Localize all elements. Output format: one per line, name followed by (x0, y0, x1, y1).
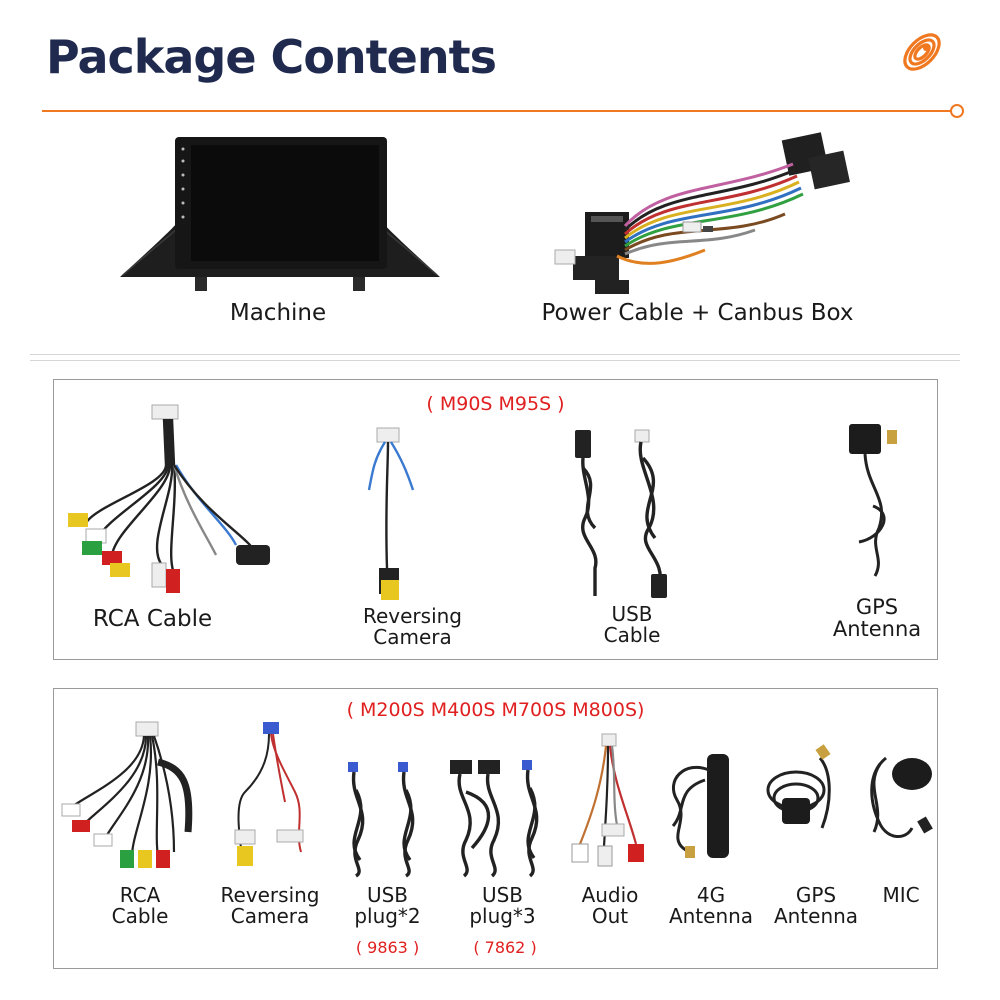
rca-cable-image (68, 404, 270, 593)
label-line: Camera (230, 904, 310, 928)
label-line: Cable (603, 623, 661, 647)
rca-cable-image (61, 721, 193, 868)
label-line: Audio (581, 883, 639, 907)
orange-coil-logo-icon (903, 33, 941, 71)
item-label-rca-cable: RCA Cable (92, 606, 213, 632)
label-line: USB (611, 602, 653, 626)
header-divider (42, 110, 952, 112)
item-label-usb-cable: USB Cable (582, 604, 682, 646)
label-line: Reversing (362, 604, 462, 628)
item-label-power-cable: Power Cable + Canbus Box (541, 300, 854, 326)
item-label-gps-antenna: GPS Antenna (822, 596, 932, 640)
label-line: Reversing (220, 883, 320, 907)
divider-end-circle (950, 104, 964, 118)
section-divider (30, 360, 960, 361)
gps-antenna-image (849, 424, 897, 577)
item-label-4g-antenna: 4G Antenna (660, 885, 762, 927)
gps-antenna-image (766, 744, 831, 829)
label-line: GPS (855, 595, 899, 619)
label-line: Antenna (832, 617, 922, 642)
microphone-image (870, 756, 933, 838)
label-line: USB (366, 883, 409, 907)
label-line: Cable (111, 904, 169, 928)
usb-plug-image (450, 760, 539, 878)
item-label-rca-cable: RCA Cable (95, 885, 185, 927)
label-line: RCA (119, 883, 161, 907)
page-title: Package Contents (46, 30, 497, 84)
accessory-group-m90s-m95s: ( M90S M95S ) (53, 379, 938, 660)
item-label-usb-plug-2: USB plug*2 (340, 885, 435, 927)
label-line: 4G (696, 883, 726, 907)
group-heading: ( M200S M400S M700S M800S) (346, 699, 645, 721)
item-label-mic: MIC (882, 883, 920, 907)
label-line: Antenna (773, 904, 859, 928)
label-line: USB (481, 883, 524, 907)
wiring-harness-image (554, 132, 850, 294)
item-label-machine: Machine (229, 300, 327, 326)
usb-plug-image (348, 762, 415, 878)
usb-cable-image (575, 429, 667, 598)
label-line: plug*3 (469, 904, 536, 928)
item-label-reversing-camera: Reversing Camera (340, 606, 485, 648)
label-line: plug*2 (354, 904, 421, 928)
item-label-audio-out: Audio Out (565, 885, 655, 927)
section-divider (30, 354, 960, 355)
part-number-note: ( 9863 ) (355, 938, 420, 957)
car-radio-head-unit-image (120, 137, 440, 291)
item-label-usb-plug-3: USB plug*3 (455, 885, 550, 927)
label-line: GPS (795, 883, 837, 907)
item-label-reversing-camera: Reversing Camera (210, 885, 330, 927)
audio-out-cable-image (571, 733, 644, 867)
group-heading: ( M90S M95S ) (426, 393, 565, 415)
reversing-camera-cable-image (234, 722, 304, 866)
part-number-note: ( 7862 ) (473, 938, 537, 957)
label-line: Antenna (668, 904, 754, 928)
reversing-camera-cable-image (367, 427, 415, 600)
4g-antenna-image (671, 754, 729, 858)
item-label-gps-antenna: GPS Antenna (765, 885, 867, 927)
accessory-group-m200s-m400s-m700s-m800s: ( M200S M400S M700S M800S) (53, 688, 938, 969)
label-line: Camera (373, 625, 452, 649)
label-line: Out (591, 904, 629, 928)
